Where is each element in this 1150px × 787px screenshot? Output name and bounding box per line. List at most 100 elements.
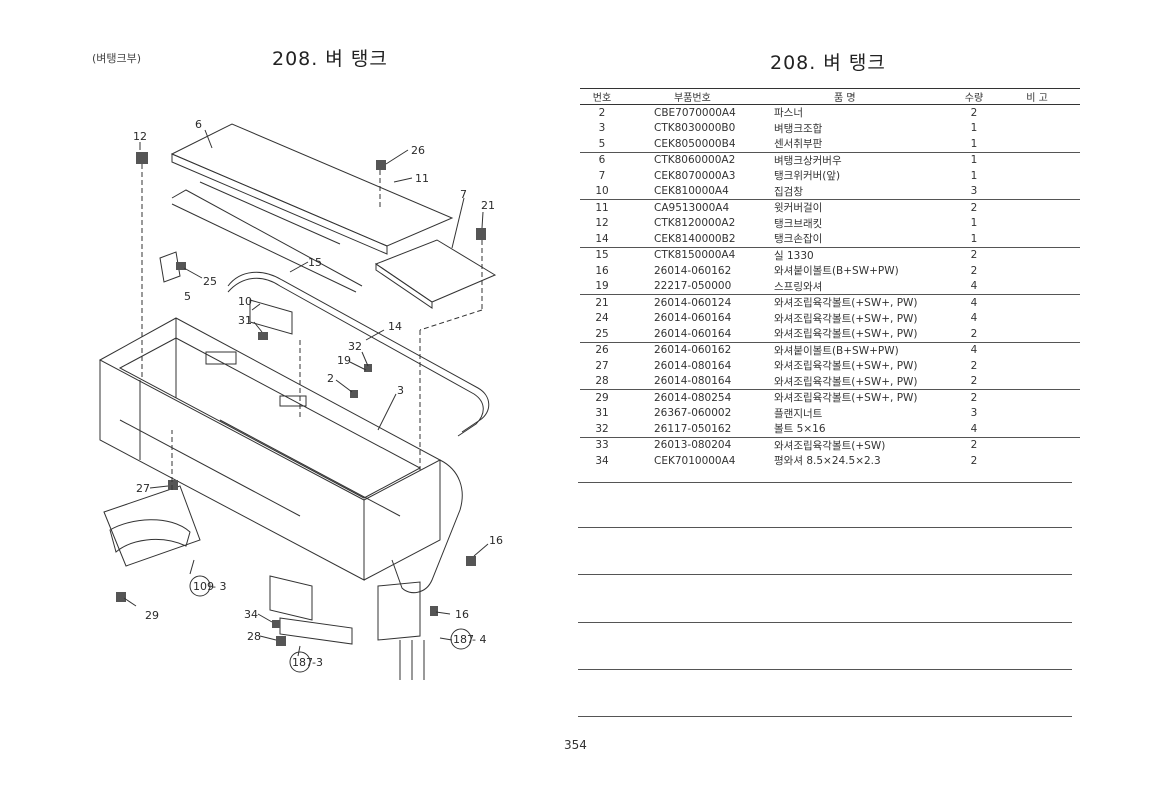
- callout-29: 29: [145, 609, 159, 622]
- callout-16-right: 16: [489, 534, 503, 547]
- cell-part-no: CTK8120000A2: [654, 217, 736, 230]
- cell-name: 스프링와셔: [774, 280, 823, 293]
- callout-11: 11: [415, 172, 429, 185]
- leader-lines: [141, 164, 483, 490]
- cell-qty: 4: [970, 312, 978, 325]
- cell-qty: 1: [970, 232, 978, 245]
- cell-no: 33: [595, 439, 609, 452]
- cell-name: 와셔조립육각볼트(+SW+, PW): [774, 360, 918, 373]
- cell-name: 와셔조립육각볼트(+SW+, PW): [774, 312, 918, 325]
- tank-lid-rear: [170, 123, 454, 255]
- blank-rule: [578, 482, 1072, 483]
- callout-187-ref-1: 187: [292, 656, 313, 669]
- cell-name: 윗커버걸이: [774, 202, 823, 215]
- section-label: (벼탱크부): [92, 52, 142, 65]
- cell-name: 와셔조립육각볼트(+SW): [774, 439, 886, 452]
- cell-no: 16: [595, 264, 609, 277]
- blank-rule: [578, 622, 1072, 623]
- cell-qty: 2: [970, 249, 978, 262]
- cell-qty: 1: [970, 217, 978, 230]
- cell-part-no: CA9513000A4: [654, 201, 730, 214]
- cell-no: 34: [595, 454, 609, 467]
- cell-part-no: CEK810000A4: [654, 185, 729, 198]
- cell-qty: 1: [970, 122, 978, 135]
- header-qty: 수량: [964, 93, 984, 104]
- callout-21: 21: [481, 199, 495, 212]
- tank-lid-front: [374, 239, 497, 309]
- diagram-title: 208. 벼 탱크: [272, 48, 388, 70]
- callout-187-suffix-1: -3: [312, 656, 323, 669]
- cell-no: 11: [595, 201, 609, 214]
- callout-10: 10: [238, 295, 252, 308]
- cell-name: 센서취부판: [774, 138, 823, 151]
- table-header-row: 번호 부품번호 품 명 수량 비 고: [580, 88, 1080, 105]
- cell-part-no: 26014-060162: [654, 344, 732, 357]
- blank-rule: [578, 527, 1072, 528]
- cell-no: 2: [598, 106, 606, 119]
- cell-part-no: 26014-080254: [654, 391, 732, 404]
- cell-no: 3: [598, 122, 606, 135]
- cell-part-no: CEK7010000A4: [654, 454, 736, 467]
- tank-body: [98, 317, 463, 594]
- cell-part-no: 26014-080164: [654, 375, 732, 388]
- cell-qty: 2: [970, 327, 978, 340]
- cell-name: 파스너: [774, 107, 803, 120]
- callout-3: 3: [397, 384, 404, 397]
- cell-part-no: CEK8070000A3: [654, 169, 736, 182]
- cell-part-no: 22217-050000: [654, 280, 732, 293]
- cell-qty: 2: [970, 454, 978, 467]
- cell-name: 와셔붙이볼트(B+SW+PW): [774, 265, 899, 278]
- bolt-hardware: [116, 152, 486, 646]
- cell-part-no: CTK8060000A2: [654, 154, 736, 167]
- callout-6: 6: [195, 118, 202, 131]
- blank-rule: [578, 669, 1072, 670]
- header-remarks: 비 고: [1026, 93, 1048, 104]
- cell-no: 29: [595, 391, 609, 404]
- cell-name: 볼트 5×16: [774, 423, 826, 436]
- cell-qty: 2: [970, 391, 978, 404]
- cell-qty: 2: [970, 264, 978, 277]
- callout-15: 15: [308, 256, 322, 269]
- cell-name: 평와셔 8.5×24.5×2.3: [774, 455, 881, 468]
- blank-rule: [578, 716, 1072, 717]
- cell-qty: 4: [970, 344, 978, 357]
- cell-name: 플랜지너트: [774, 407, 823, 420]
- callout-187-suffix-2: - 4: [472, 633, 486, 646]
- cell-no: 15: [595, 249, 609, 262]
- cell-qty: 1: [970, 137, 978, 150]
- cell-part-no: 26014-080164: [654, 359, 732, 372]
- cell-no: 7: [598, 169, 606, 182]
- cell-name: 와셔조립육각볼트(+SW+, PW): [774, 375, 918, 388]
- callout-14: 14: [388, 320, 402, 333]
- cell-no: 32: [595, 422, 609, 435]
- cell-qty: 4: [970, 280, 978, 293]
- callout-27: 27: [136, 482, 150, 495]
- cell-qty: 4: [970, 422, 978, 435]
- cell-qty: 3: [970, 185, 978, 198]
- header-no: 번호: [592, 93, 612, 104]
- cell-no: 31: [595, 407, 609, 420]
- cell-qty: 1: [970, 154, 978, 167]
- callout-109-ref: 109: [193, 580, 214, 593]
- cell-name: 와셔조립육각볼트(+SW+, PW): [774, 392, 918, 405]
- cell-name: 벼탱크상커버우: [774, 154, 842, 167]
- base-frame: [103, 485, 425, 680]
- cell-qty: 1: [970, 169, 978, 182]
- cell-name: 실 1330: [774, 249, 814, 262]
- cell-name: 와셔조립육각볼트(+SW+, PW): [774, 328, 918, 341]
- callout-109-suffix: - 3: [212, 580, 226, 593]
